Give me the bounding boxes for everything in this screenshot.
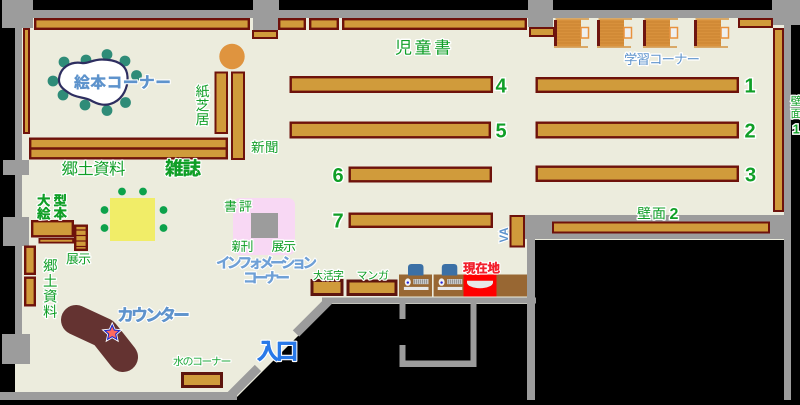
svg-text:4: 4 bbox=[496, 76, 508, 98]
svg-text:7: 7 bbox=[333, 211, 344, 233]
svg-text:VA: VA bbox=[499, 227, 511, 242]
svg-text:3: 3 bbox=[745, 165, 756, 187]
svg-text:6: 6 bbox=[333, 165, 344, 187]
svg-text:2: 2 bbox=[670, 206, 679, 223]
svg-text:1: 1 bbox=[793, 122, 800, 137]
svg-text:1: 1 bbox=[745, 76, 756, 98]
svg-text:2: 2 bbox=[745, 121, 756, 143]
svg-text:5: 5 bbox=[496, 121, 507, 143]
